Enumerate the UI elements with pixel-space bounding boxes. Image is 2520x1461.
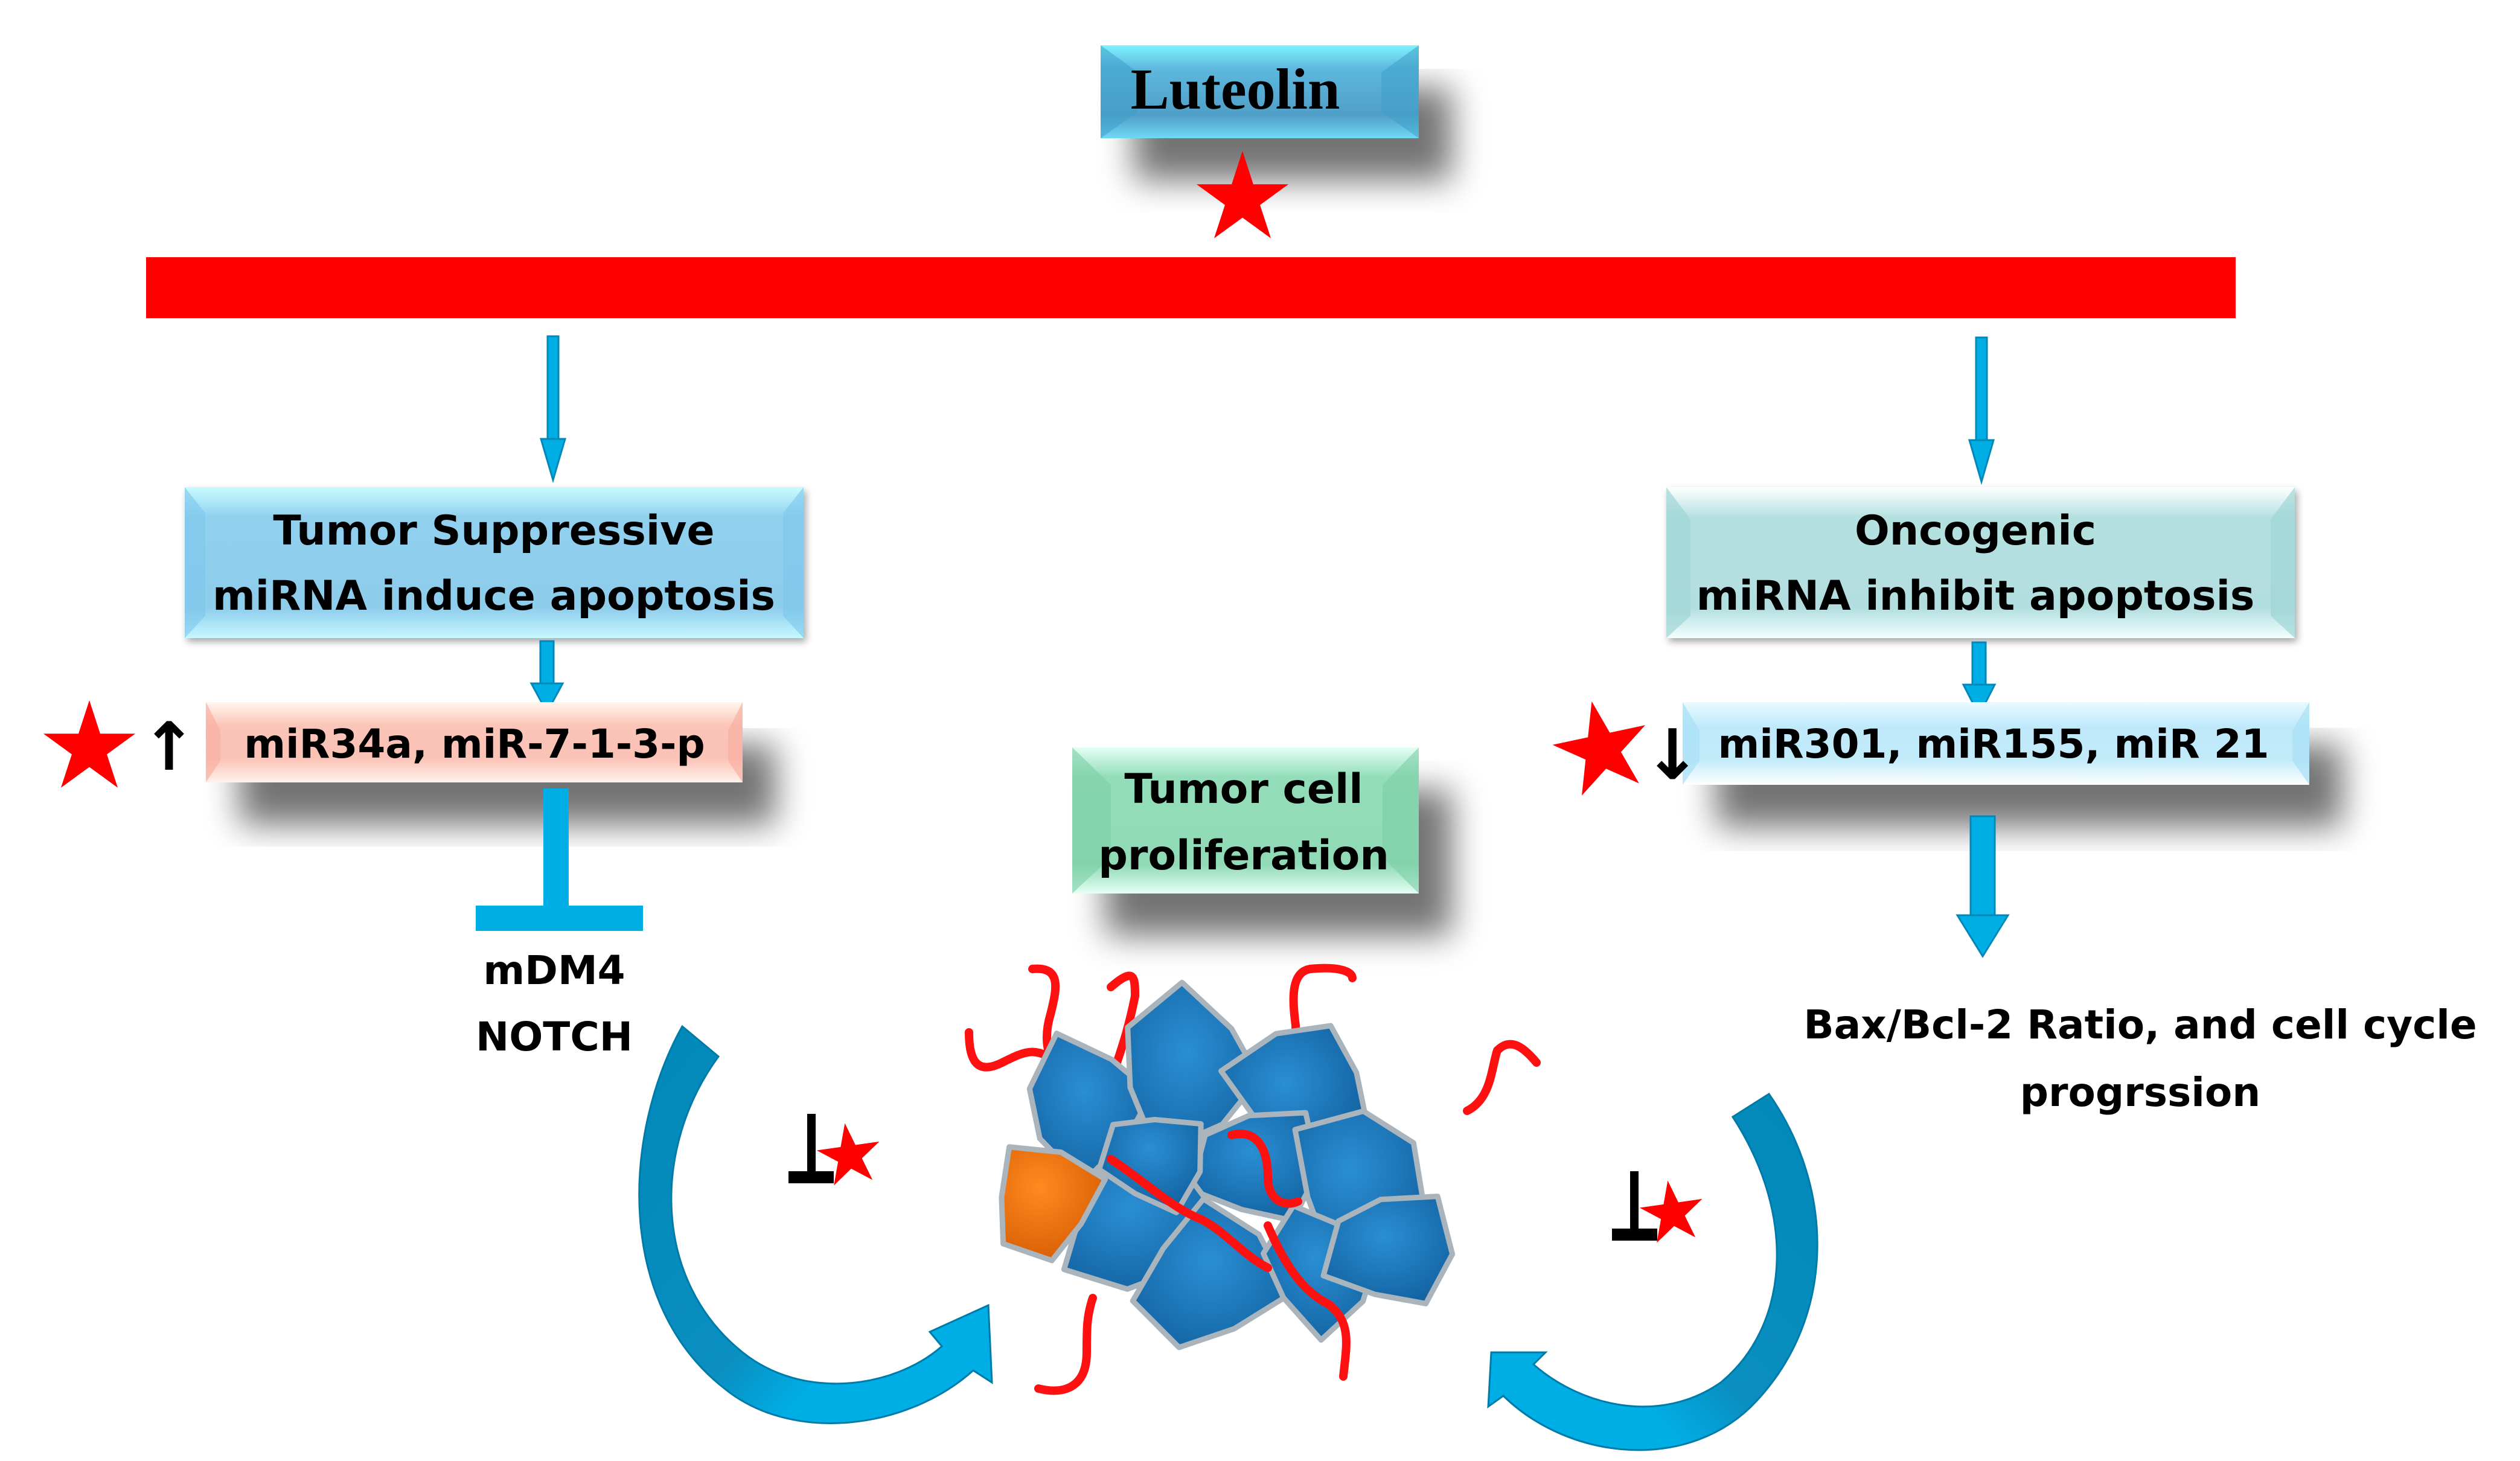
upregulation-star-icon	[43, 700, 136, 788]
filament	[1107, 1155, 1272, 1272]
filament	[1463, 1040, 1541, 1115]
right-curved-arrow	[1487, 1092, 1818, 1451]
inhibition-bar-mdm4	[476, 788, 643, 931]
luteolin-label: Luteolin	[1131, 57, 1340, 121]
tumor-cell-cluster-icon	[965, 964, 1541, 1395]
filament	[1034, 1294, 1097, 1395]
luteolin-action-bar	[146, 257, 2236, 318]
tumor-proliferation-line2: proliferation	[1098, 832, 1389, 880]
right-inhibition-marker	[1612, 1171, 1657, 1241]
filament	[1107, 971, 1140, 1067]
blue-cell	[1320, 1194, 1456, 1306]
downregulation-star-icon	[1545, 691, 1657, 799]
blue-cell	[1096, 1117, 1204, 1215]
filament	[1264, 1221, 1351, 1381]
luteolin-box	[1101, 45, 1419, 138]
blue-cell	[1125, 979, 1262, 1156]
mir301-label: miR301, miR155, miR 21	[1718, 721, 2269, 767]
arrow-to-mir34a	[529, 640, 564, 715]
oncogenic-line2: miRNA inhibit apoptosis	[1697, 572, 2255, 620]
oncogenic-line1: Oncogenic	[1855, 507, 2096, 555]
arrow-to-mir301	[1962, 641, 1997, 718]
tumor-proliferation-line1: Tumor cell	[1124, 766, 1363, 813]
arrow-to-tumor-suppressive	[539, 335, 567, 484]
bax-bcl2-line1: Bax/Bcl-2 Ratio, and cell cycle	[1803, 1002, 2477, 1048]
notch-label: NOTCH	[476, 1014, 633, 1060]
filament	[1227, 1130, 1302, 1208]
tumor-suppressive-box	[185, 487, 804, 638]
luteolin-star-icon	[1196, 151, 1289, 238]
blue-cell	[1130, 1196, 1293, 1351]
left-inhibition-marker	[788, 1114, 834, 1183]
mir34a-box	[206, 702, 743, 782]
orange-cell	[999, 1144, 1108, 1264]
filament	[1306, 964, 1357, 982]
down-arrow-icon: ↓	[1643, 715, 1701, 796]
bax-bcl2-line2: progrssion	[2020, 1069, 2260, 1116]
up-arrow-icon: ↑	[141, 708, 197, 785]
mdm4-label: mDM4	[483, 947, 625, 994]
tumor-suppressive-line2: miRNA induce apoptosis	[213, 572, 775, 620]
left-curved-arrow	[638, 1025, 993, 1424]
tumor-suppressive-line1: Tumor Suppressive	[273, 507, 714, 555]
tumor-proliferation-box	[1072, 747, 1419, 894]
oncogenic-box	[1666, 487, 2295, 638]
arrow-to-oncogenic	[1968, 336, 1995, 485]
mir34a-label: miR34a, miR-7-1-3-p	[244, 721, 705, 767]
arrow-to-bax-bcl2	[1956, 815, 2010, 958]
mir301-box	[1683, 702, 2309, 785]
